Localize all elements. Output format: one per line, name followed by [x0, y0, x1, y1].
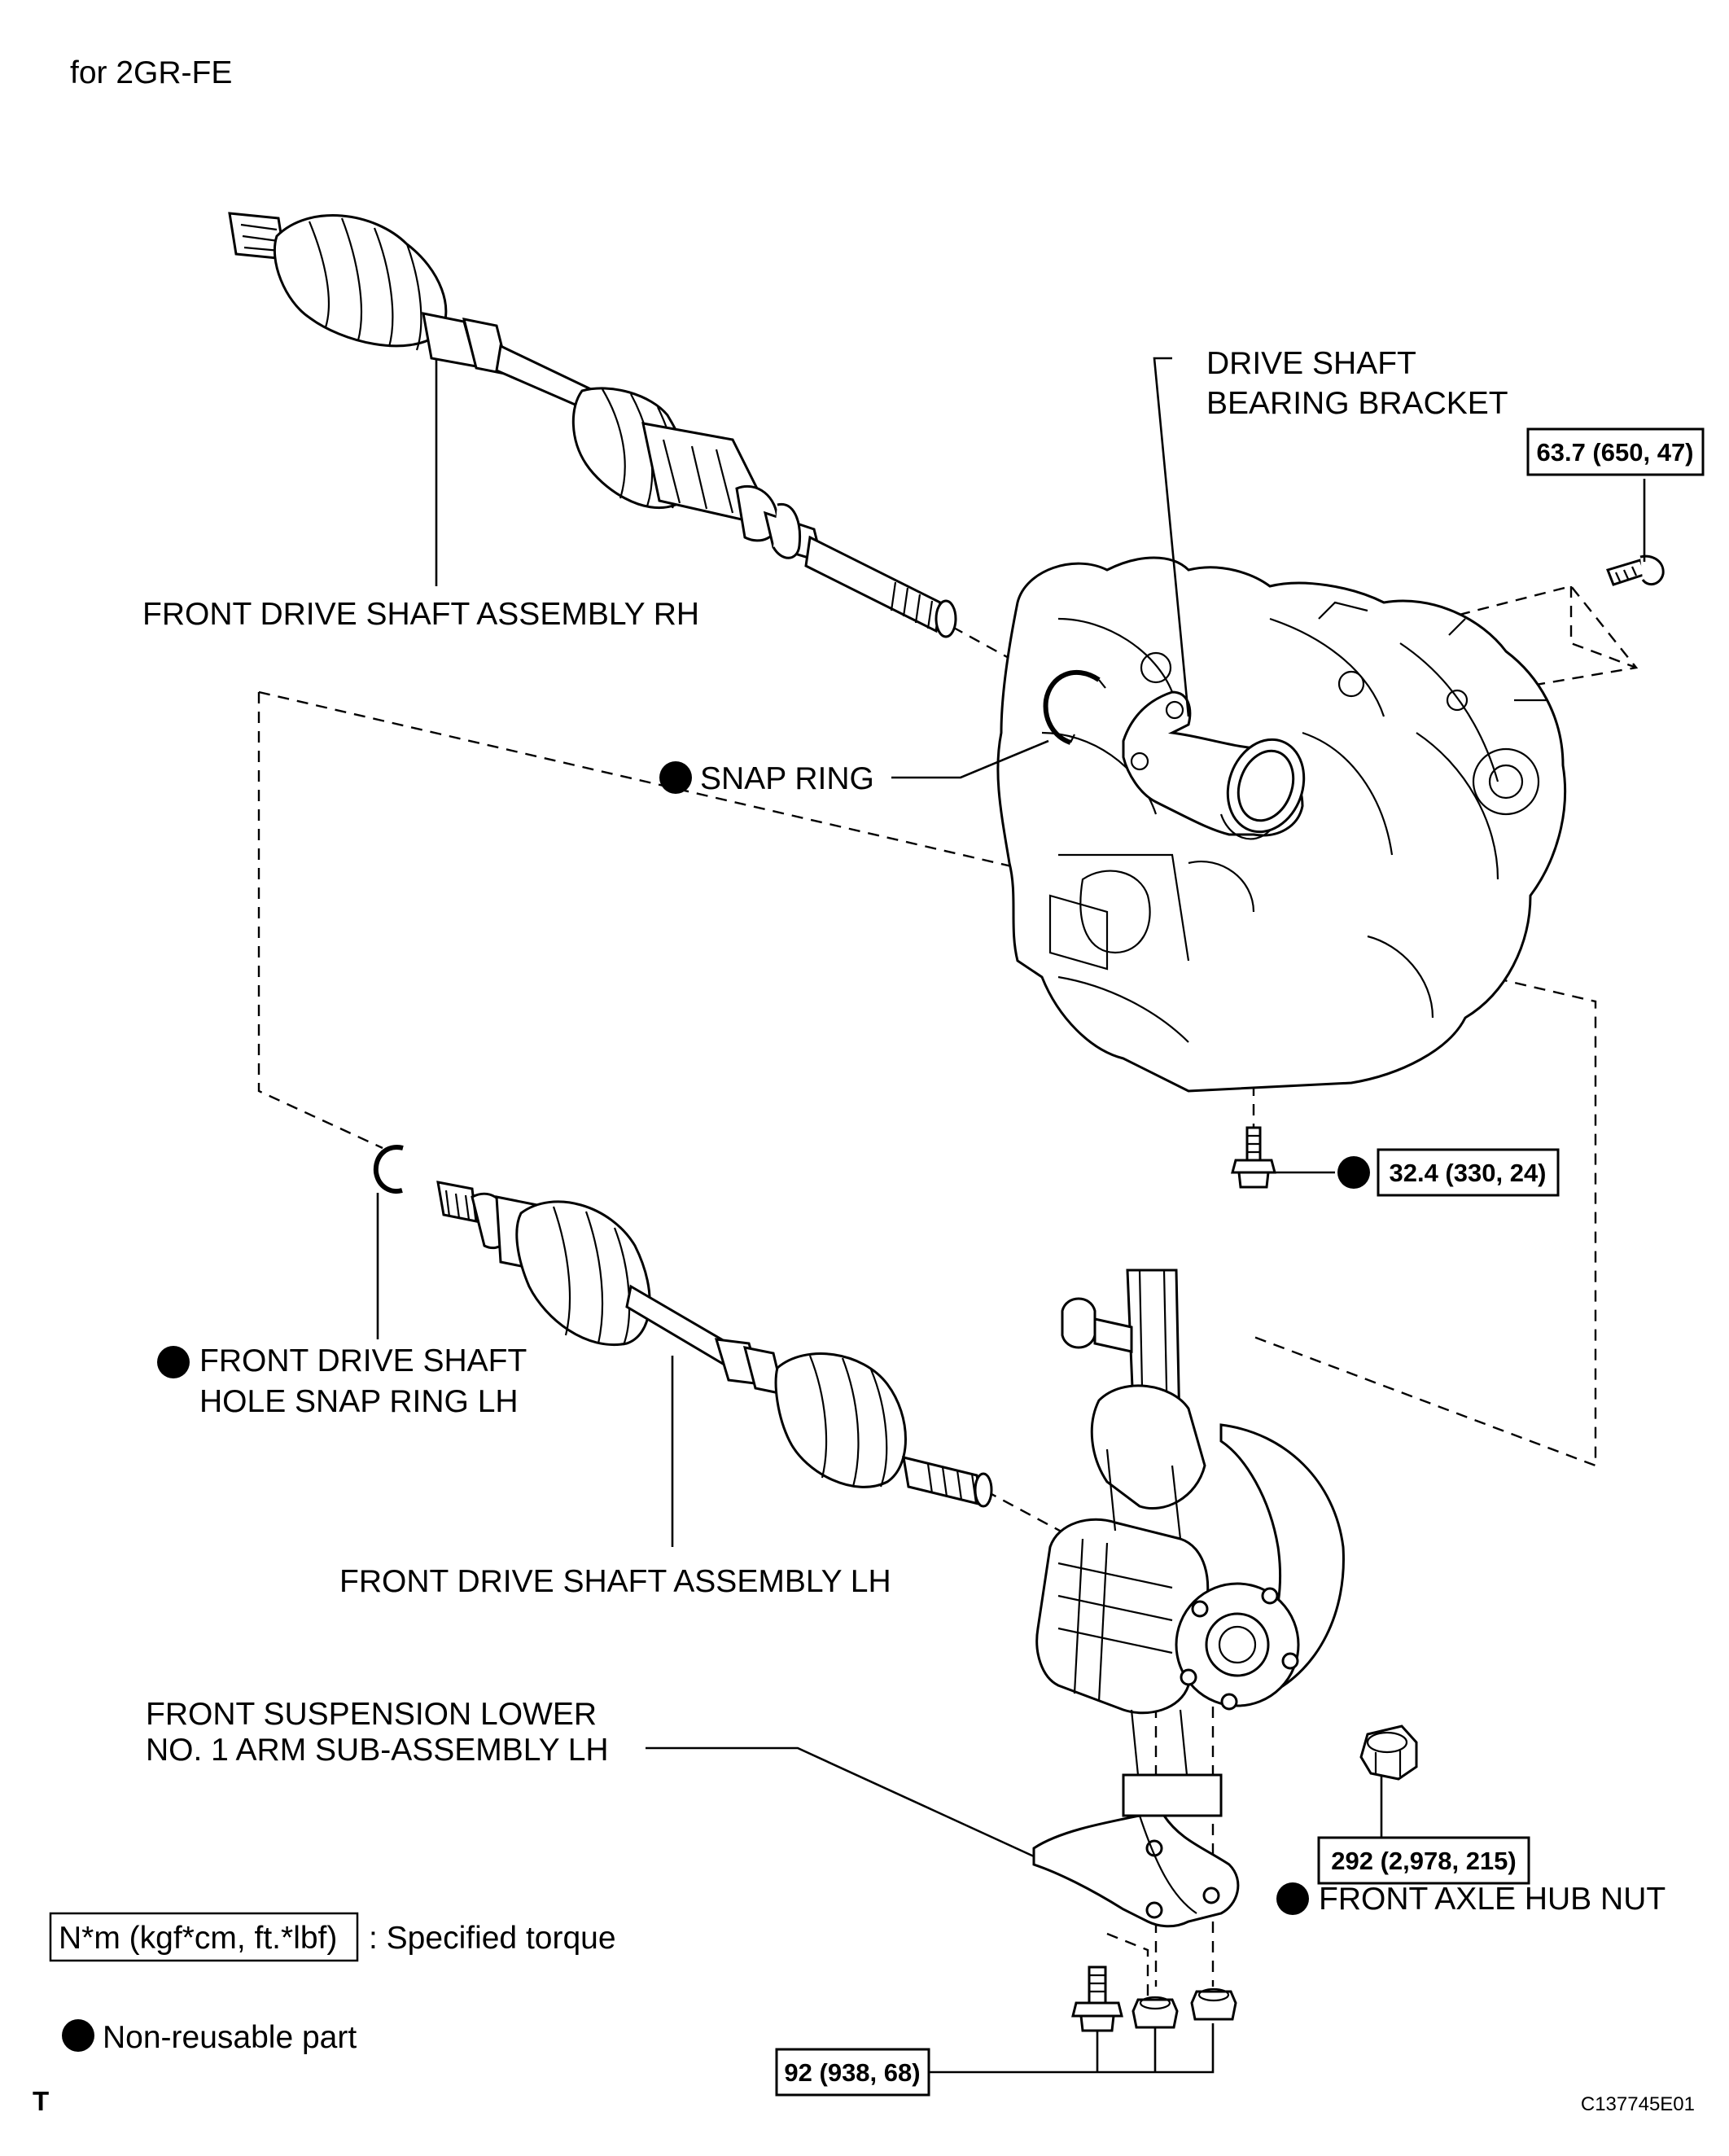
footer-mark: T	[33, 2086, 49, 2116]
figure-code: C137745E01	[1581, 2093, 1695, 2115]
torque-box-hub-nut: 292 (2,978, 215)	[1317, 1836, 1530, 1885]
snap-ring-rh	[1043, 670, 1106, 745]
legend-torque-box: N*m (kgf*cm, ft.*lbf)	[59, 1921, 337, 1956]
torque-box-bracket-bolt: 63.7 (650, 47)	[1526, 427, 1705, 476]
front-suspension-lower-arm-lh	[1032, 1814, 1240, 1928]
torque-box-bracket-lower-bolt: 32.4 (330, 24)	[1377, 1148, 1560, 1197]
front-drive-shaft-hole-snap-ring-lh	[373, 1145, 404, 1194]
legend-nonreusable-text: Non-reusable part	[103, 2020, 357, 2055]
bracket-upper-bolt	[1606, 554, 1665, 586]
lower-arm-nut-1	[1132, 1996, 1179, 2029]
hub-nut-nonreusable-mark	[1276, 1882, 1309, 1915]
lower-bolt-nonreusable-mark	[1337, 1156, 1370, 1189]
lh-snap-ring-nonreusable-mark	[157, 1346, 190, 1378]
bracket-label-line2: BEARING BRACKET	[1206, 386, 1508, 421]
lower-arm-label-line2: NO. 1 ARM SUB-ASSEMBLY LH	[146, 1733, 609, 1768]
bracket-lower-bolt	[1231, 1126, 1276, 1189]
leader-lines	[376, 357, 1646, 2074]
torque-value: 63.7 (650, 47)	[1536, 438, 1693, 467]
torque-value: 32.4 (330, 24)	[1389, 1159, 1546, 1187]
front-drive-shaft-rh	[228, 212, 957, 638]
lower-arm-bolt	[1071, 1965, 1123, 2032]
engine-label: for 2GR-FE	[70, 55, 232, 90]
lower-arm-nut-2	[1190, 1987, 1237, 2021]
torque-value: 92 (938, 68)	[784, 2058, 920, 2087]
hub-nut-label: FRONT AXLE HUB NUT	[1319, 1882, 1666, 1917]
torque-box-lower-arm: 92 (938, 68)	[775, 2048, 930, 2097]
lower-arm-label-line1: FRONT SUSPENSION LOWER	[146, 1697, 597, 1732]
lh-snap-label-line2: HOLE SNAP RING LH	[199, 1384, 519, 1419]
legend-nonreusable-mark	[62, 2019, 94, 2052]
lh-shaft-label: FRONT DRIVE SHAFT ASSEMBLY LH	[339, 1564, 891, 1599]
drive-shaft-bearing-bracket	[1122, 690, 1306, 840]
torque-value: 292 (2,978, 215)	[1331, 1847, 1517, 1875]
legend: N*m (kgf*cm, ft.*lbf) : Specified torque…	[49, 1912, 616, 2055]
bracket-label-line1: DRIVE SHAFT	[1206, 346, 1416, 381]
snap-ring-label: SNAP RING	[700, 761, 874, 796]
front-axle-hub-nut	[1359, 1724, 1418, 1781]
steering-knuckle-assembly	[1035, 1269, 1345, 1817]
lh-snap-label-line1: FRONT DRIVE SHAFT	[199, 1343, 527, 1378]
legend-torque-text: : Specified torque	[369, 1921, 616, 1956]
snap-ring-nonreusable-mark	[659, 761, 692, 794]
rh-shaft-label: FRONT DRIVE SHAFT ASSEMBLY RH	[142, 597, 699, 632]
front-drive-shaft-lh	[436, 1181, 993, 1508]
